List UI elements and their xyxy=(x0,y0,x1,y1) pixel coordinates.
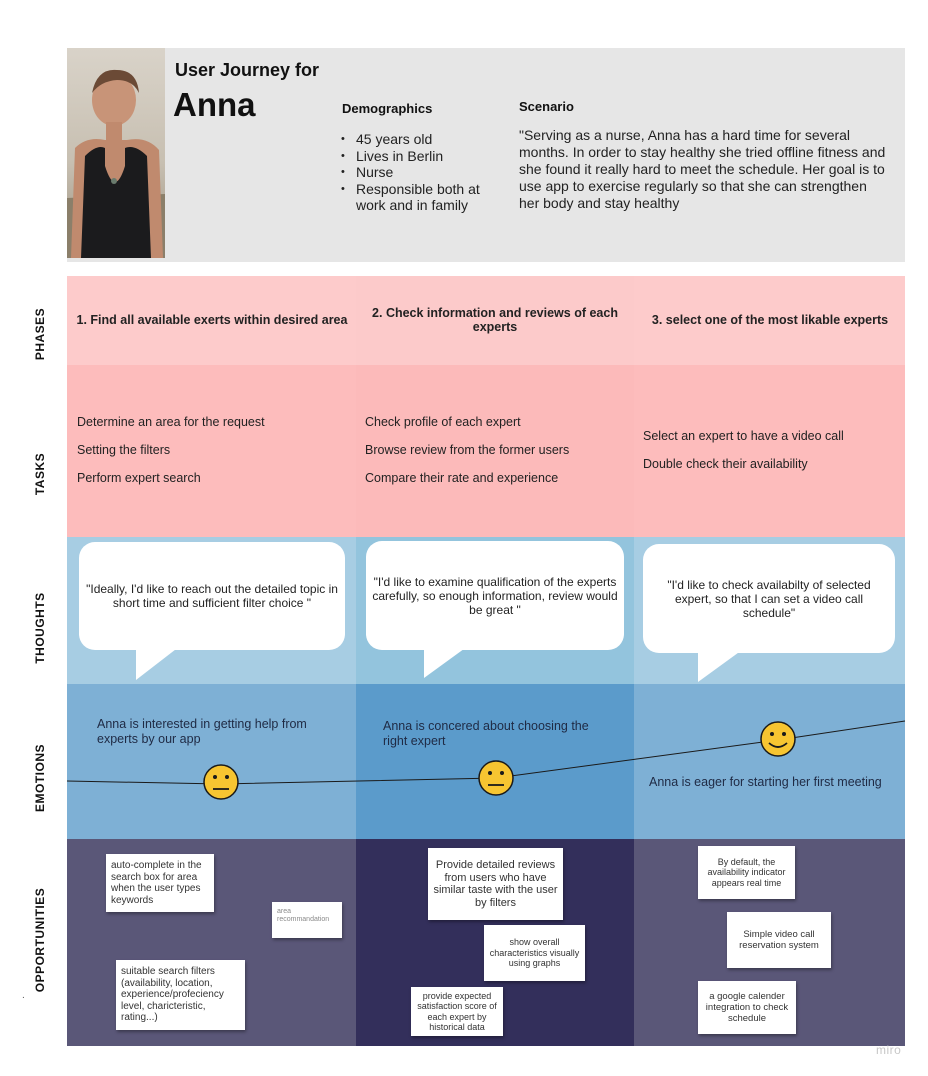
thought-text-2: "I'd like to examine qualification of th… xyxy=(372,574,618,617)
emotion-text-3: Anna is eager for starting her first mee… xyxy=(649,775,882,789)
demographics-item: 45 years old xyxy=(341,131,496,148)
task-item: Double check their availability xyxy=(643,457,808,471)
journey-title: User Journey for xyxy=(175,60,320,80)
thought-bubble-1: "Ideally, I'd like to reach out the deta… xyxy=(79,542,345,650)
sticky-note: area recommandation xyxy=(272,902,342,938)
phase-cell-2 xyxy=(356,276,634,365)
happy-face-icon xyxy=(760,721,796,757)
phase-title-1: 1. Find all available exerts within desi… xyxy=(76,313,348,327)
neutral-face-icon xyxy=(478,760,514,796)
task-item: Select an expert to have a video call xyxy=(643,429,844,443)
sticky-note: show overall characteristics visually us… xyxy=(484,925,585,981)
stray-mark: . xyxy=(22,990,25,1001)
phase-cell-3 xyxy=(634,276,905,365)
sticky-note: Simple video call reservation system xyxy=(727,912,831,968)
task-item: Browse review from the former users xyxy=(365,443,570,457)
task-cell-3 xyxy=(634,365,905,537)
speech-bubble-tail xyxy=(698,650,742,682)
sticky-note: By default, the availability indicator a… xyxy=(698,846,795,899)
neutral-face-icon xyxy=(203,764,239,800)
scenario-title: Scenario xyxy=(519,99,574,114)
phase-title-2: 2. Check information and reviews of each… xyxy=(372,306,618,334)
demographics-title: Demographics xyxy=(342,101,433,116)
task-item: Determine an area for the request xyxy=(77,415,265,429)
demographics-item: Responsible both at work and in family xyxy=(341,181,496,214)
sticky-note: auto-complete in the search box for area… xyxy=(106,854,214,912)
task-item: Compare their rate and experience xyxy=(365,471,559,485)
phase-cell-1 xyxy=(67,276,356,365)
sticky-note: Provide detailed reviews from users who … xyxy=(428,848,563,920)
scenario-text: "Serving as a nurse, Anna has a hard tim… xyxy=(519,127,886,211)
miro-watermark: miro xyxy=(876,1043,902,1057)
sticky-note: suitable search filters (availability, l… xyxy=(116,960,245,1030)
thought-text-1: "Ideally, I'd like to reach out the deta… xyxy=(86,582,338,610)
demographics-item: Lives in Berlin xyxy=(341,148,496,165)
demographics-list: 45 years old Lives in Berlin Nurse Respo… xyxy=(341,131,496,214)
task-cell-1 xyxy=(67,365,356,537)
thought-text-3: "I'd like to check availabilty of select… xyxy=(667,577,871,620)
persona-photo xyxy=(67,48,165,258)
demographics-item: Nurse xyxy=(341,164,496,181)
thought-bubble-2: "I'd like to examine qualification of th… xyxy=(366,541,624,650)
task-cell-2 xyxy=(356,365,634,537)
speech-bubble-tail xyxy=(136,646,180,680)
persona-photo-image xyxy=(67,48,165,258)
phase-title-3: 3. select one of the most likable expert… xyxy=(651,313,889,327)
speech-bubble-tail xyxy=(424,646,468,678)
sticky-note: provide expected satisfaction score of e… xyxy=(411,987,503,1036)
emotion-cell-3 xyxy=(634,684,905,839)
task-item: Perform expert search xyxy=(77,471,201,485)
persona-name: Anna xyxy=(173,86,256,123)
sticky-note: a google calender integration to check s… xyxy=(698,981,796,1034)
emotion-cell-1 xyxy=(67,684,356,839)
emotion-text-1: Anna is interested in getting help from … xyxy=(97,717,307,746)
thought-bubble-3: "I'd like to check availabilty of select… xyxy=(643,544,895,653)
task-item: Check profile of each expert xyxy=(365,415,521,429)
task-item: Setting the filters xyxy=(77,443,171,457)
emotion-text-2: Anna is concered about choosing the righ… xyxy=(383,719,589,748)
